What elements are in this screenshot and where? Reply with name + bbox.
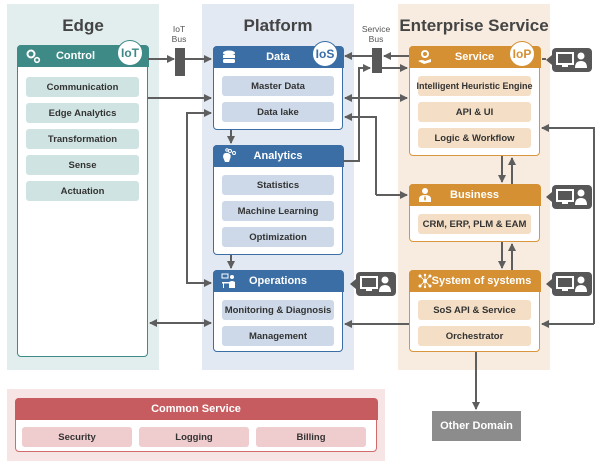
service-bus-label-line2: Bus: [368, 34, 384, 44]
iot-bus: [175, 48, 185, 76]
control-item: Edge Analytics: [26, 103, 139, 123]
sos-header: System of systems: [408, 269, 541, 292]
hand-gear-icon: [417, 49, 431, 64]
service-bus-label-line1: Service: [361, 24, 391, 34]
data-panel: Data IoS Master Data Data lake: [212, 41, 344, 130]
computer-user-icon: [360, 276, 391, 292]
operator-desk-icon: [221, 273, 235, 288]
service-title: Service: [454, 50, 495, 63]
business-item: CRM, ERP, PLM & EAM: [418, 214, 531, 234]
analytics-item: Statistics: [222, 175, 334, 195]
user-terminal-business[interactable]: [546, 185, 592, 209]
analytics-title: Analytics: [253, 149, 303, 162]
iot-badge: IoT: [117, 40, 143, 66]
operations-item: Management: [222, 326, 334, 346]
common-service-panel: Common Service Security Logging Billing: [14, 397, 378, 452]
control-item: Transformation: [26, 129, 139, 149]
service-header: Service: [408, 45, 541, 68]
service-bus: [372, 48, 382, 73]
analytics-header: Analytics: [212, 144, 344, 167]
business-panel: Business CRM, ERP, PLM & EAM: [408, 183, 541, 242]
service-panel: Service IoP Intelligent Heuristic Engine…: [408, 41, 541, 156]
operations-item: Monitoring & Diagnosis: [222, 300, 334, 320]
business-title: Business: [450, 188, 499, 201]
data-title: Data: [266, 50, 290, 63]
control-item: Sense: [26, 155, 139, 175]
user-terminal-sos[interactable]: [546, 272, 592, 296]
service-item: API & UI: [418, 102, 531, 122]
iot-bus-label-line2: Bus: [171, 34, 187, 44]
analytics-item: Machine Learning: [222, 201, 334, 221]
other-domain-box[interactable]: Other Domain: [432, 411, 521, 441]
sos-title: System of systems: [431, 274, 532, 287]
enterprise-zone-title: Enterprise Service: [399, 16, 549, 35]
iot-bus-label-line1: IoT: [172, 24, 186, 34]
ios-badge: IoS: [312, 41, 338, 67]
user-terminal-operations[interactable]: [350, 272, 396, 296]
sos-panel: System of systems SoS API & Service Orch…: [408, 269, 541, 352]
business-header: Business: [408, 183, 541, 206]
control-panel: Control IoT Communication Edge Analytics…: [16, 40, 149, 357]
gears-icon: [26, 49, 40, 63]
computer-user-icon: [556, 276, 587, 292]
brain-network-icon: [222, 147, 236, 162]
common-item-billing: Billing: [256, 427, 366, 447]
sos-item: SoS API & Service: [418, 300, 531, 320]
service-item: Intelligent Heuristic Engine: [417, 76, 533, 96]
operations-panel: Operations Monitoring & Diagnosis Manage…: [212, 269, 344, 352]
analytics-item: Optimization: [222, 227, 334, 247]
data-header: Data: [212, 45, 344, 68]
analytics-panel: Analytics Statistics Machine Learning Op…: [212, 144, 344, 255]
businessman-icon: [418, 187, 431, 202]
edge-zone-title: Edge: [62, 16, 104, 35]
control-item: Actuation: [26, 181, 139, 201]
common-item-security: Security: [22, 427, 132, 447]
service-item: Logic & Workflow: [418, 128, 531, 148]
iop-badge: IoP: [509, 41, 535, 67]
common-service-title: Common Service: [14, 397, 378, 420]
common-item-logging: Logging: [139, 427, 249, 447]
computer-user-icon: [556, 52, 587, 68]
platform-zone-title: Platform: [243, 16, 313, 35]
control-header: Control: [16, 44, 149, 67]
sos-item: Orchestrator: [418, 326, 531, 346]
control-item: Communication: [26, 77, 139, 97]
data-item: Data lake: [222, 102, 334, 122]
computer-user-icon: [556, 189, 587, 205]
operations-title: Operations: [248, 274, 308, 287]
user-terminal-service[interactable]: [546, 48, 592, 72]
database-icon: [222, 50, 235, 63]
data-item: Master Data: [222, 76, 334, 96]
control-title: Control: [55, 49, 96, 62]
operations-header: Operations: [212, 269, 344, 292]
network-nodes-icon: [418, 273, 431, 288]
